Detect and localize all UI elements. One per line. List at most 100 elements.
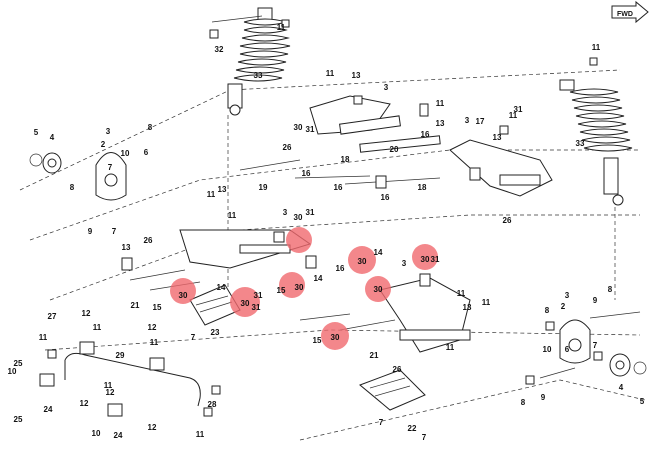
callout-label-10: 10 bbox=[8, 367, 17, 376]
callout-label-3: 3 bbox=[283, 208, 288, 217]
callout-label-11: 11 bbox=[104, 381, 113, 390]
callout-label-12: 12 bbox=[106, 388, 115, 397]
highlight-marker bbox=[412, 244, 438, 270]
skid-plate-right bbox=[359, 369, 426, 411]
callout-label-16: 16 bbox=[421, 130, 430, 139]
callout-label-24: 24 bbox=[44, 405, 53, 414]
callout-label-30: 30 bbox=[374, 285, 383, 294]
callout-label-32: 32 bbox=[215, 45, 224, 54]
callout-label-29: 29 bbox=[116, 351, 125, 360]
callout-label-16: 16 bbox=[336, 264, 345, 273]
callout-label-30: 30 bbox=[179, 291, 188, 300]
callout-label-11: 11 bbox=[457, 289, 466, 298]
callout-label-8: 8 bbox=[70, 183, 75, 192]
callout-label-11: 11 bbox=[207, 190, 216, 199]
callout-label-8: 8 bbox=[545, 306, 550, 315]
knuckle-left bbox=[29, 152, 127, 201]
callout-label-20: 20 bbox=[390, 145, 399, 154]
callout-label-7: 7 bbox=[593, 341, 598, 350]
callout-label-30: 30 bbox=[331, 333, 340, 342]
callout-label-11: 11 bbox=[446, 343, 455, 352]
callout-label-11: 11 bbox=[436, 99, 445, 108]
callout-label-9: 9 bbox=[88, 227, 93, 236]
callout-label-7: 7 bbox=[108, 163, 113, 172]
callout-label-6: 6 bbox=[565, 345, 570, 354]
callout-label-11: 11 bbox=[150, 338, 159, 347]
callout-label-7: 7 bbox=[379, 418, 384, 427]
callout-label-3: 3 bbox=[402, 259, 407, 268]
stabilizer-bar bbox=[39, 341, 201, 417]
callout-label-31: 31 bbox=[431, 255, 440, 264]
callout-label-30: 30 bbox=[294, 213, 303, 222]
callout-label-12: 12 bbox=[148, 323, 157, 332]
callout-label-16: 16 bbox=[302, 169, 311, 178]
callout-label-25: 25 bbox=[14, 359, 23, 368]
upper-arm-center bbox=[309, 95, 441, 153]
callout-label-3: 3 bbox=[384, 83, 389, 92]
callout-label-30: 30 bbox=[421, 255, 430, 264]
callout-label-12: 12 bbox=[82, 309, 91, 318]
callout-label-14: 14 bbox=[374, 248, 383, 257]
callout-label-10: 10 bbox=[121, 149, 130, 158]
highlight-marker bbox=[170, 278, 196, 304]
callout-label-4: 4 bbox=[50, 133, 55, 142]
highlight-marker bbox=[286, 227, 312, 253]
callout-label-13: 13 bbox=[218, 185, 227, 194]
callout-label-18: 18 bbox=[418, 183, 427, 192]
callout-label-2: 2 bbox=[101, 140, 106, 149]
fwd-arrow-icon: FWD bbox=[611, 0, 649, 24]
callout-label-8: 8 bbox=[608, 285, 613, 294]
highlight-markers bbox=[170, 227, 438, 350]
callout-label-3: 3 bbox=[565, 291, 570, 300]
callout-label-14: 14 bbox=[314, 274, 323, 283]
callout-label-7: 7 bbox=[422, 433, 427, 442]
callout-label-9: 9 bbox=[541, 393, 546, 402]
callout-label-17: 17 bbox=[476, 117, 485, 126]
callout-label-8: 8 bbox=[521, 398, 526, 407]
callout-label-30: 30 bbox=[241, 299, 250, 308]
callout-label-11: 11 bbox=[93, 323, 102, 332]
callout-label-11: 11 bbox=[228, 211, 237, 220]
callout-label-31: 31 bbox=[252, 303, 261, 312]
callout-label-8: 8 bbox=[148, 123, 153, 132]
callout-label-11: 11 bbox=[326, 69, 335, 78]
knuckle-right bbox=[559, 319, 647, 377]
callout-label-26: 26 bbox=[283, 143, 292, 152]
callout-label-14: 14 bbox=[217, 283, 226, 292]
callout-label-4: 4 bbox=[619, 383, 624, 392]
shock-absorber-right bbox=[559, 79, 633, 206]
callout-label-31: 31 bbox=[306, 125, 315, 134]
highlight-marker bbox=[348, 246, 376, 274]
callout-label-31: 31 bbox=[306, 208, 315, 217]
highlight-marker bbox=[279, 272, 305, 298]
callout-label-11: 11 bbox=[39, 333, 48, 342]
callout-label-15: 15 bbox=[313, 336, 322, 345]
callout-label-13: 13 bbox=[352, 71, 361, 80]
callout-label-12: 12 bbox=[80, 399, 89, 408]
highlight-marker bbox=[230, 287, 260, 317]
callout-label-25: 25 bbox=[14, 415, 23, 424]
callout-label-33: 33 bbox=[254, 71, 263, 80]
callout-label-27: 27 bbox=[48, 312, 57, 321]
callout-label-19: 19 bbox=[259, 183, 268, 192]
callout-label-21: 21 bbox=[370, 351, 379, 360]
callout-label-28: 28 bbox=[208, 400, 217, 409]
callout-label-13: 13 bbox=[463, 303, 472, 312]
callout-label-16: 16 bbox=[381, 193, 390, 202]
callout-label-13: 13 bbox=[436, 119, 445, 128]
callout-label-10: 10 bbox=[92, 429, 101, 438]
callout-label-9: 9 bbox=[593, 296, 598, 305]
callout-label-11: 11 bbox=[592, 43, 601, 52]
callout-label-15: 15 bbox=[277, 286, 286, 295]
callout-label-16: 16 bbox=[334, 183, 343, 192]
callout-label-30: 30 bbox=[358, 257, 367, 266]
callout-label-5: 5 bbox=[640, 397, 645, 406]
callout-label-23: 23 bbox=[211, 328, 220, 337]
callout-label-26: 26 bbox=[393, 365, 402, 374]
callout-label-11: 11 bbox=[196, 430, 205, 439]
small-hardware bbox=[47, 19, 603, 417]
callout-label-31: 31 bbox=[514, 105, 523, 114]
